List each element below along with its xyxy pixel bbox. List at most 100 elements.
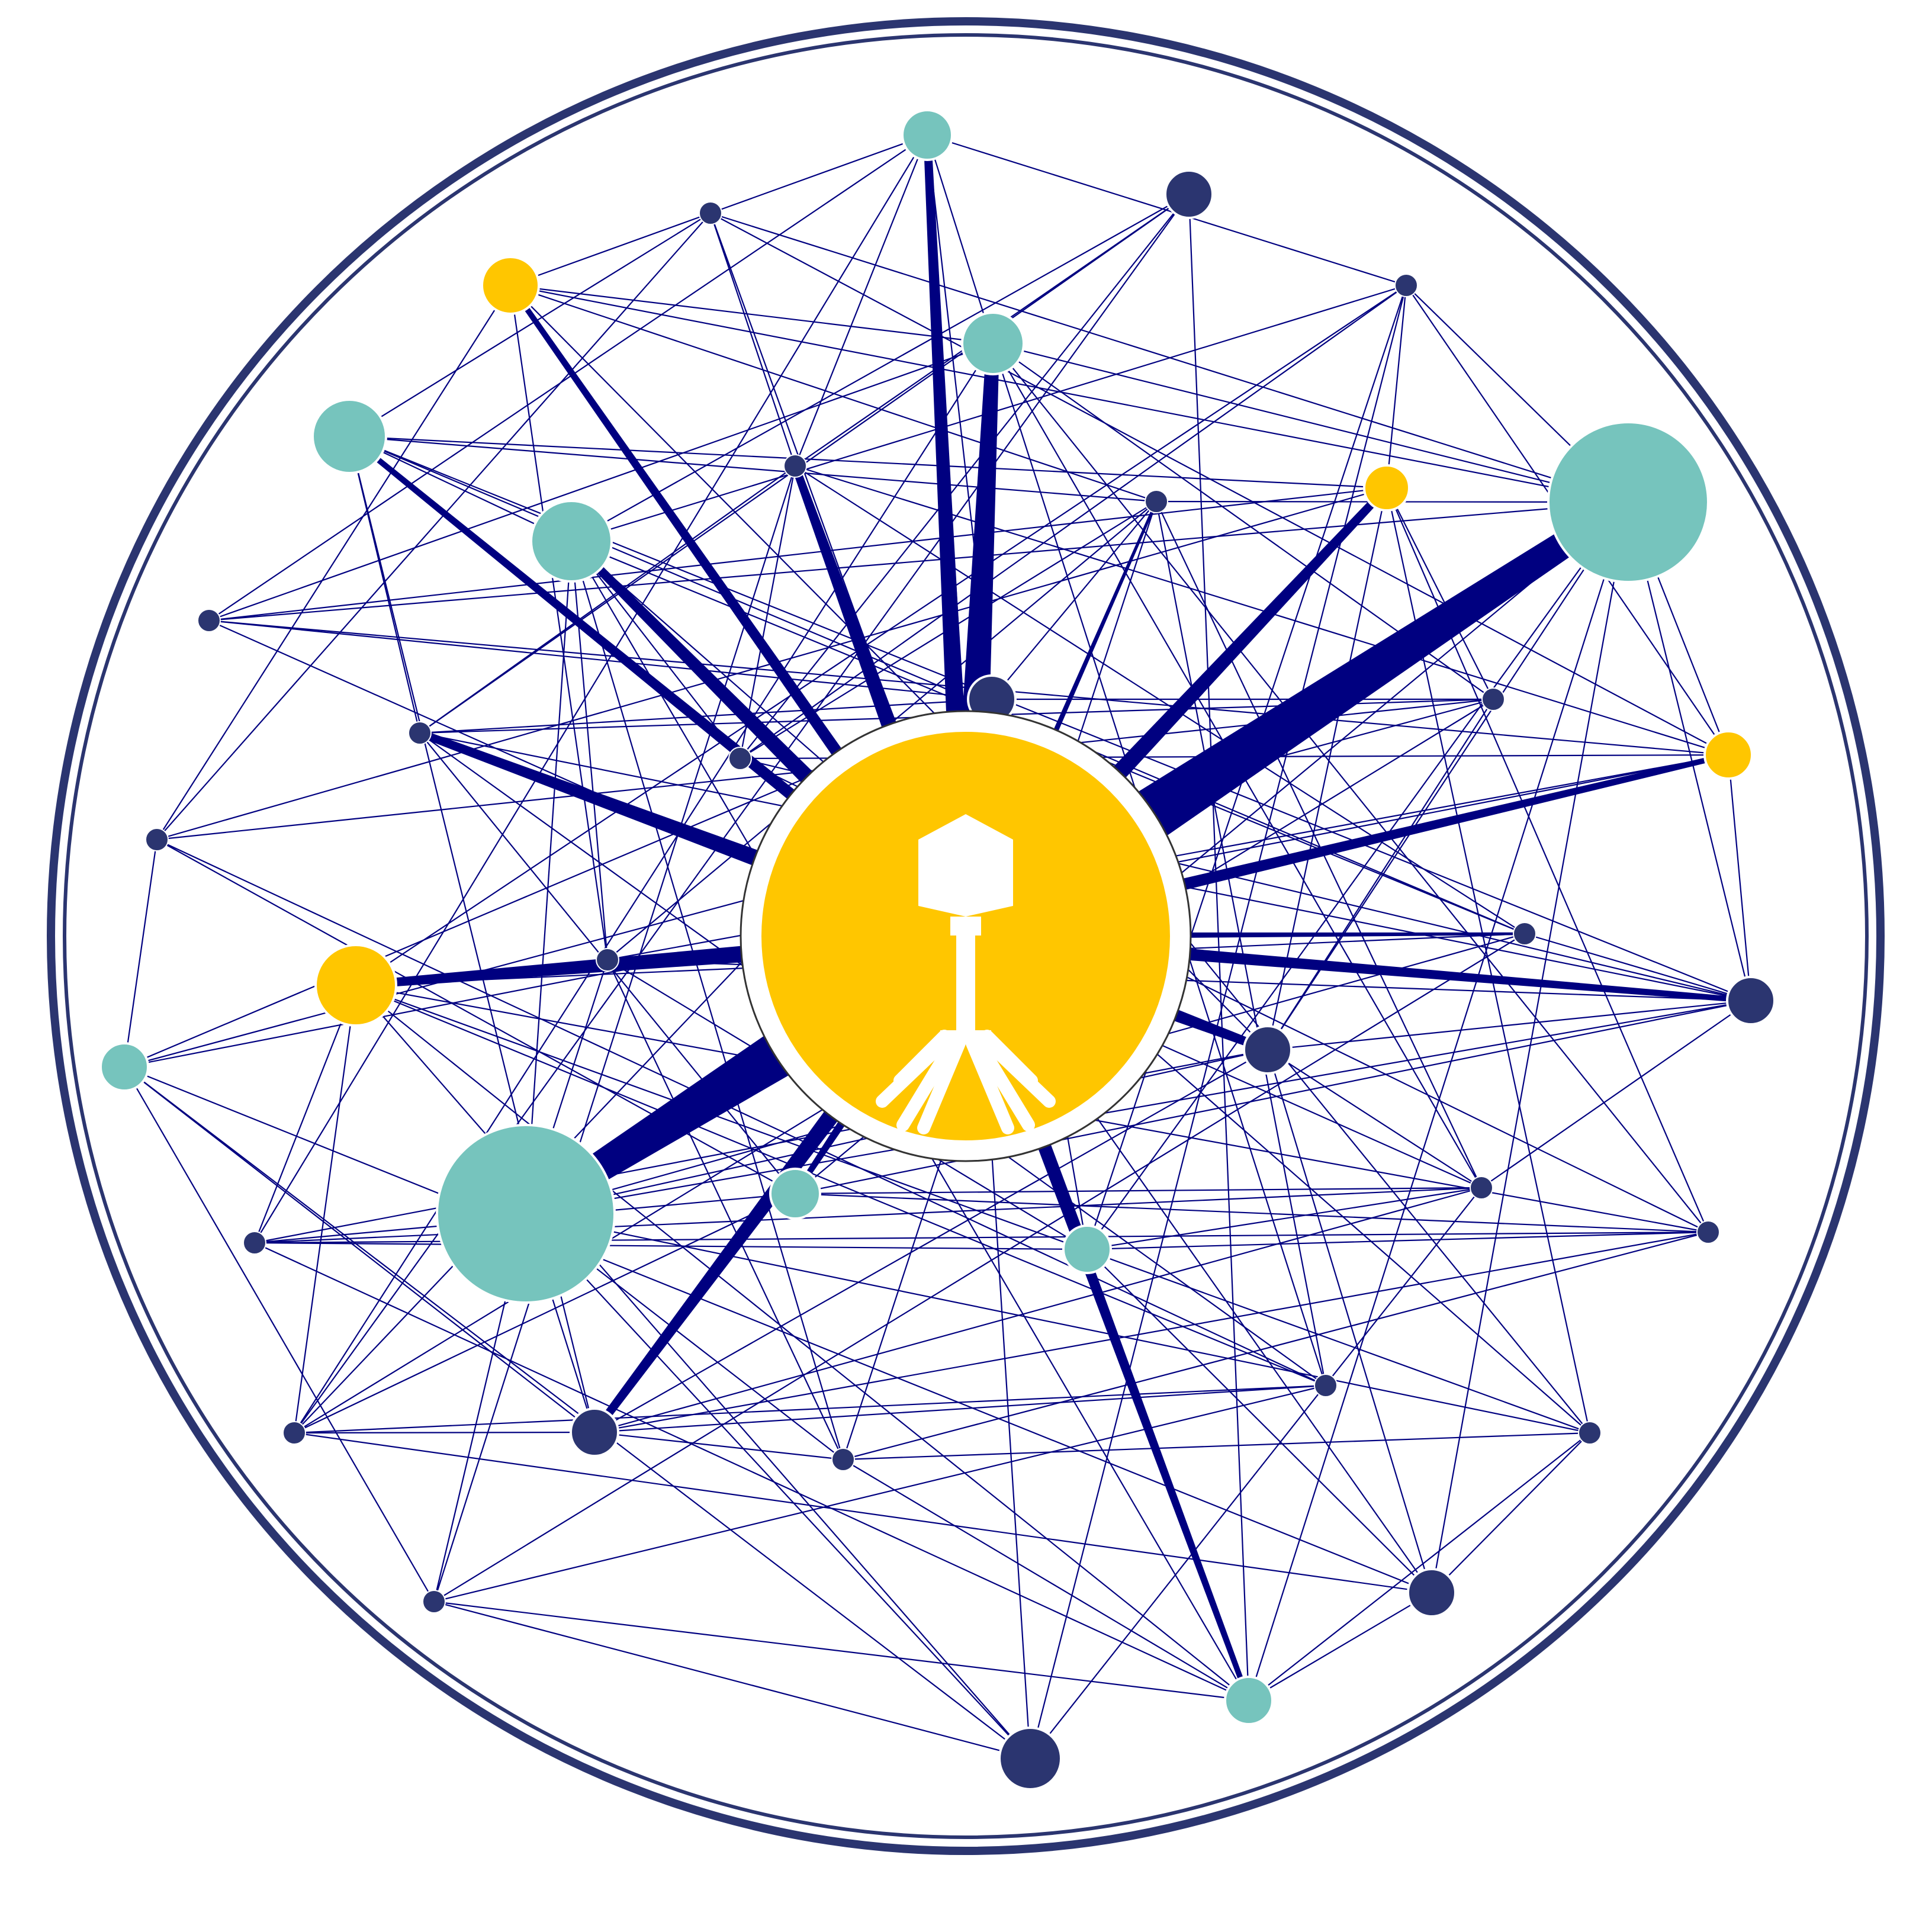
network-edge: [510, 284, 994, 345]
network-edge: [349, 435, 1387, 489]
network-edge: [1727, 754, 1752, 1001]
network-node-teal: [1062, 1224, 1112, 1274]
network-node-teal: [311, 398, 387, 474]
phage-head: [918, 814, 1013, 917]
network-edge: [709, 213, 796, 467]
network-edge: [433, 1600, 1031, 1760]
network-edge: [293, 985, 357, 1433]
network-node-navy: [1470, 1176, 1493, 1200]
network-edge: [1248, 1432, 1590, 1701]
network-edge: [433, 465, 796, 1602]
network-edge: [208, 619, 992, 700]
network-edge: [124, 1066, 1432, 1594]
network-node-navy: [1164, 169, 1214, 219]
network-edge: [1086, 502, 1629, 1250]
network-edge: [208, 501, 1629, 622]
network-node-navy: [596, 948, 619, 972]
outer-ring-line: [47, 17, 1885, 1855]
network-edge: [419, 698, 992, 734]
network-edge: [355, 984, 1590, 1434]
network-edge: [594, 1431, 844, 1461]
network-edge: [1086, 1231, 1709, 1251]
network-edge: [594, 1049, 1268, 1433]
network-edge: [926, 134, 994, 344]
network-edge: [1267, 699, 1494, 1050]
network-edge: [570, 541, 609, 960]
network-edge: [571, 541, 741, 759]
network-node-navy: [1481, 687, 1505, 711]
network-edge: [843, 1459, 1249, 1701]
network-edge: [355, 984, 1326, 1387]
network-node-gold: [1363, 464, 1410, 512]
network-node-gold: [314, 944, 397, 1027]
network-edge: [254, 1242, 1088, 1251]
network-edge: [1086, 1187, 1482, 1251]
network-node-gold: [481, 256, 540, 315]
network-nodes: [99, 109, 1776, 1790]
network-edge: [1156, 501, 1482, 1188]
network-node-navy: [1726, 976, 1776, 1026]
network-edge: [843, 1432, 1590, 1461]
network-node-teal: [961, 311, 1025, 375]
phage-tail-fiber: [981, 1030, 1038, 1087]
network-edge: [433, 1384, 1326, 1603]
network-edge: [1266, 1049, 1433, 1593]
network-node-navy: [1314, 1374, 1338, 1397]
network-edge: [208, 134, 928, 621]
network-node-navy: [1513, 922, 1536, 946]
network-edge: [1266, 487, 1388, 1050]
network-edge: [992, 343, 1709, 1233]
network-edge: [349, 213, 711, 437]
network-edge: [349, 435, 1157, 503]
network-edge: [123, 839, 158, 1068]
network-edge: [710, 213, 1729, 756]
network-edge: [525, 1213, 1031, 1759]
network-node-navy: [1407, 1568, 1457, 1618]
network-edge: [740, 285, 1407, 759]
network-edge: [294, 1431, 595, 1434]
hub-node: [740, 710, 1192, 1162]
network-edge: [355, 985, 1031, 1759]
network-edge: [991, 501, 1157, 700]
network-node-navy: [1394, 274, 1418, 297]
network-edge: [156, 285, 511, 840]
network-node-navy: [728, 747, 752, 770]
phage-tail-fiber: [972, 1036, 1035, 1131]
network-node-navy: [282, 1421, 306, 1445]
network-edge: [570, 541, 844, 1460]
network-edge: [124, 1066, 435, 1602]
network-edge: [510, 284, 1157, 503]
network-edge: [294, 1432, 1432, 1594]
network-edge: [1086, 1249, 1432, 1593]
network-edge: [510, 212, 711, 287]
network-edge: [795, 1187, 1482, 1195]
network-edge: [355, 285, 1407, 986]
network-edge: [1248, 502, 1629, 1701]
network-node-navy: [699, 201, 722, 225]
network-edge: [156, 839, 1326, 1386]
network-edge: [254, 134, 928, 1243]
network-edge: [1188, 194, 1250, 1701]
network-node-navy: [197, 609, 221, 632]
inner-ring-line: [63, 33, 1869, 1839]
network-edge: [294, 1193, 796, 1433]
phage-tail-fiber: [917, 1037, 966, 1134]
network-edge: [1267, 502, 1629, 1050]
network-edge: [1431, 1432, 1590, 1593]
phage-tail-fiber: [966, 1037, 1014, 1134]
network-edge: [254, 1242, 1249, 1701]
network-edge: [1481, 1000, 1751, 1188]
network-edge: [525, 541, 573, 1214]
network-node-teal: [1547, 421, 1709, 583]
bacteriophage-icon: [876, 814, 1056, 1134]
network-edge: [525, 1213, 1590, 1434]
network-node-navy: [145, 828, 169, 851]
network-edge: [594, 1231, 1709, 1433]
network-edge: [1385, 487, 1709, 1233]
network-edge: [794, 134, 928, 467]
network-edge: [208, 487, 1387, 622]
network-edge: [1386, 487, 1494, 700]
phage-tail-fiber: [893, 1030, 951, 1087]
network-node-teal: [99, 1042, 149, 1092]
